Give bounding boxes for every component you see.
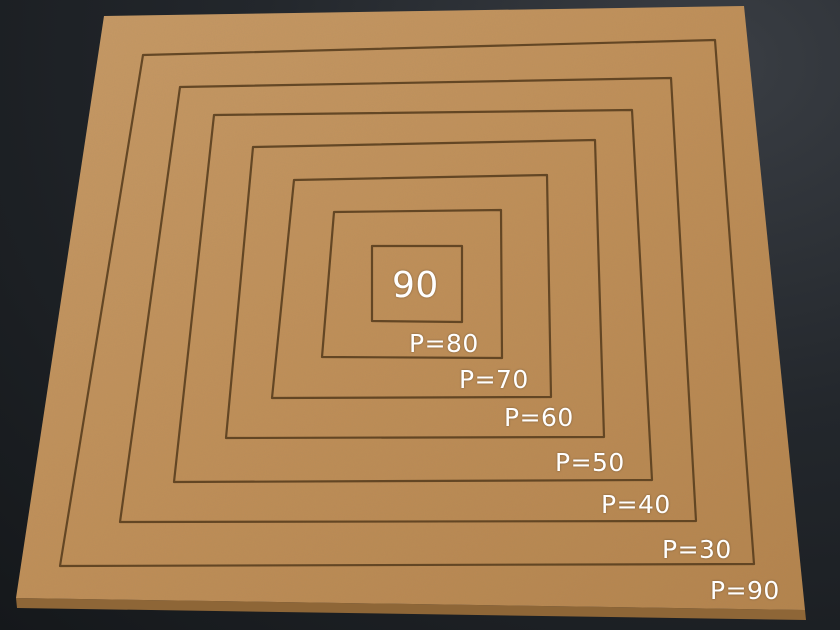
engraved-square-3 [172, 108, 654, 484]
engraved-square-4 [224, 138, 606, 440]
label-p70: P=70 [459, 365, 529, 394]
engraved-square-5 [270, 173, 553, 400]
label-p80: P=80 [409, 329, 479, 358]
board-edge [16, 598, 806, 620]
engraved-square-outer [58, 38, 756, 568]
label-p30: P=30 [662, 535, 732, 564]
label-p90: P=90 [710, 576, 780, 605]
label-p40: P=40 [601, 490, 671, 519]
board-grain [16, 6, 805, 610]
engraved-square-2 [118, 76, 698, 524]
label-p60: P=60 [504, 403, 574, 432]
label-p50: P=50 [555, 448, 625, 477]
center-label: 90 [392, 265, 439, 306]
engraved-square-6 [320, 208, 504, 360]
engraved-square-inner [370, 244, 464, 324]
